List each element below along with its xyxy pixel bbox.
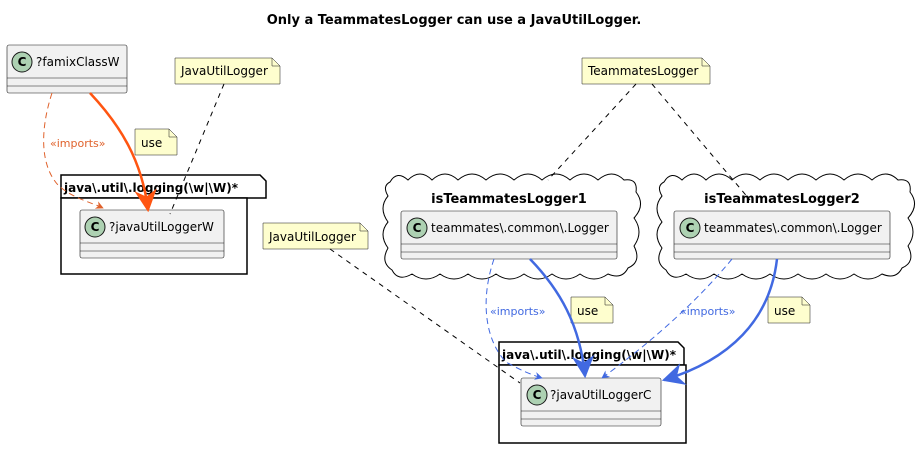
cloud-2-name: isTeammatesLogger2 xyxy=(704,192,860,207)
note-teammates-logger-top: TeammatesLogger xyxy=(581,57,711,85)
class-icon-letter: C xyxy=(413,221,422,235)
class-name: ?javaUtilLoggerW xyxy=(109,220,214,234)
imports-arrow-allowed xyxy=(485,258,543,380)
class-java-util-logger-c[interactable]: C ?javaUtilLoggerC xyxy=(520,377,662,427)
class-teammates-logger-1[interactable]: C teammates\.common\.Logger xyxy=(400,210,618,260)
note-use-mid: use xyxy=(570,296,614,324)
note-use-right: use xyxy=(767,296,811,324)
imports-arrow-allowed xyxy=(601,258,733,379)
note-java-util-logger-mid: JavaUtilLogger xyxy=(262,222,369,250)
class-icon-letter: C xyxy=(18,55,27,69)
note-text: use xyxy=(577,304,598,318)
note-java-util-logger-top: JavaUtilLogger xyxy=(174,57,281,85)
note-use-left: use xyxy=(134,128,178,156)
imports-label: «imports» xyxy=(50,137,106,150)
class-icon xyxy=(406,217,428,239)
note-text: use xyxy=(774,304,795,318)
cloud-1-name: isTeammatesLogger1 xyxy=(431,192,587,207)
note-text: TeammatesLogger xyxy=(587,64,699,78)
class-name: teammates\.common\.Logger xyxy=(704,221,882,235)
class-teammates-logger-2[interactable]: C teammates\.common\.Logger xyxy=(673,210,891,260)
class-famix-class-w[interactable]: C ?famixClassW xyxy=(6,44,128,94)
note-text: use xyxy=(141,136,162,150)
class-java-util-logger-w[interactable]: C ?javaUtilLoggerW xyxy=(79,209,225,259)
use-arrow-allowed xyxy=(661,258,779,385)
imports-label: «imports» xyxy=(490,305,546,318)
class-icon xyxy=(11,51,33,73)
class-icon-letter: C xyxy=(533,388,542,402)
class-icon xyxy=(679,217,701,239)
class-icon-letter: C xyxy=(686,221,695,235)
class-name: teammates\.common\.Logger xyxy=(431,221,609,235)
note-text: JavaUtilLogger xyxy=(268,230,356,244)
class-icon-letter: C xyxy=(91,220,100,234)
note-text: JavaUtilLogger xyxy=(180,64,268,78)
package-right-name: java\.util\.logging(\w|\W)* xyxy=(501,348,677,362)
note-link xyxy=(329,248,521,384)
imports-arrow-violation xyxy=(43,92,104,209)
note-link xyxy=(169,83,225,215)
class-icon xyxy=(84,216,106,238)
imports-label: «imports» xyxy=(680,305,736,318)
diagram-title: Only a TeammatesLogger can use a JavaUti… xyxy=(267,13,642,28)
note-link xyxy=(547,83,637,181)
use-arrow-allowed xyxy=(529,258,595,379)
class-name: ?famixClassW xyxy=(36,55,120,69)
class-name: ?javaUtilLoggerC xyxy=(550,388,651,402)
use-arrow-violation xyxy=(89,92,157,213)
class-icon xyxy=(526,384,548,406)
package-left-name: java\.util\.logging(\w|\W)* xyxy=(63,181,239,195)
